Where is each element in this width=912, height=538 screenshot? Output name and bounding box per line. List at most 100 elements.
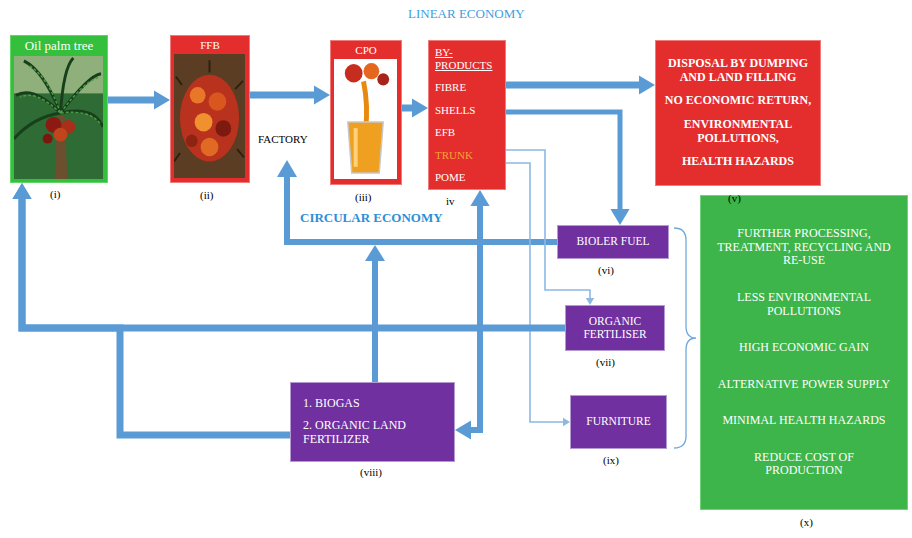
section-label: FACTORY — [258, 133, 308, 146]
arrow-head — [365, 245, 385, 261]
fruit — [345, 64, 363, 82]
arrow-head — [470, 190, 489, 206]
byproduct-box: BY- PRODUCTSFIBRESHELLSEFBTRUNKPOME — [428, 40, 506, 190]
photo-ground — [334, 59, 397, 179]
node-text: REDUCE COST OF PRODUCTION — [717, 451, 891, 479]
reuse-box: BIOLER FUEL — [557, 225, 669, 259]
node-text: NO ECONOMIC RETURN, — [662, 94, 814, 108]
callout-number: (viii) — [360, 466, 382, 479]
flow-arrow — [12, 183, 290, 435]
fruitlet — [209, 92, 227, 111]
fruitlet — [201, 138, 219, 157]
arrow-head — [455, 420, 471, 439]
flow-arrow — [455, 190, 490, 440]
arrow-head — [314, 85, 330, 104]
flow-line — [22, 196, 290, 435]
arrow-head — [12, 183, 31, 199]
flow-line — [506, 163, 564, 422]
arrow-head — [610, 209, 629, 225]
node-text: MINIMAL HEALTH HAZARDS — [717, 414, 891, 428]
biogas-line — [372, 258, 378, 382]
tree-box: Oil palm tree — [10, 35, 108, 183]
flow-line — [22, 196, 565, 328]
product-box: FFB — [170, 35, 250, 183]
fruitlet — [186, 135, 198, 147]
node-text: BIOLER FUEL — [562, 235, 664, 248]
flow-arrow — [402, 98, 428, 117]
node-text: DISPOSAL BY DUMPING AND LAND FILLING — [662, 57, 814, 85]
node-text: FFB — [174, 39, 246, 52]
fruitlet — [215, 120, 231, 137]
flow-arrow — [506, 112, 630, 225]
callout-number: (i) — [50, 188, 60, 201]
arrow-head — [586, 298, 594, 305]
product-box: CPO — [330, 40, 402, 185]
fruitlet — [190, 87, 206, 104]
node-text: FURTHER PROCESSING, TREATMENT, RECYCLING… — [717, 227, 891, 268]
node-text: EFB — [435, 126, 503, 139]
fruit-bunch — [54, 128, 68, 142]
reuse-box: 1. BIOGAS 2. ORGANIC LAND FERTILIZER — [290, 382, 455, 462]
glass-shine — [354, 128, 358, 167]
node-text: FURNITURE — [575, 415, 662, 428]
callout-number: (v) — [728, 192, 741, 205]
callout-number: iv — [446, 195, 455, 208]
node-text: CPO — [334, 44, 398, 57]
node-text: LESS ENVIRONMENTAL POLLUTIONS — [717, 291, 891, 319]
node-text: ALTERNATIVE POWER SUPPLY — [717, 378, 891, 392]
flow-line — [506, 82, 642, 89]
arrow-head — [277, 160, 297, 177]
callout-number: (ix) — [603, 454, 619, 467]
fruitlet — [195, 113, 213, 132]
callout-number: (ii) — [200, 189, 213, 202]
node-text: ORGANIC FERTILISER — [570, 315, 660, 341]
node-text: Oil palm tree — [14, 39, 104, 54]
reuse-box: FURNITURE — [570, 395, 667, 449]
fuel-to-factory-line — [287, 176, 557, 242]
node-text: TRUNK — [435, 149, 503, 162]
reuse-box: ORGANIC FERTILISER — [565, 305, 665, 351]
flow-line — [250, 92, 317, 99]
palm-oil-picture — [334, 59, 397, 179]
callout-number: (x) — [800, 516, 813, 529]
arrow-head — [639, 75, 655, 94]
arrow-head — [12, 183, 31, 199]
node-text: 2. ORGANIC LAND FERTILIZER — [303, 419, 446, 447]
flow-arrow — [108, 90, 170, 109]
callout-number: (vii) — [596, 356, 615, 369]
photo-ground — [14, 56, 103, 179]
node-text: SHELLS — [435, 104, 503, 117]
flow-line — [468, 203, 480, 430]
node-text: 1. BIOGAS — [303, 397, 446, 411]
flow-arrow — [506, 163, 570, 426]
fruit — [364, 63, 380, 79]
callout-number: (iii) — [355, 191, 372, 204]
diagram-title: LINEAR ECONOMY — [408, 7, 525, 22]
disposal-box: DISPOSAL BY DUMPING AND LAND FILLING NO E… — [655, 40, 821, 186]
palm-tree-picture — [14, 56, 103, 179]
node-text: FIBRE — [435, 81, 503, 94]
fruit-bunch-picture — [174, 54, 245, 178]
oil-glass — [348, 122, 383, 173]
palm-fronds — [14, 58, 103, 139]
arrow-head — [412, 98, 428, 117]
section-label: CIRCULAR ECONOMY — [300, 211, 443, 226]
node-text: ENVIRONMENTAL POLLUTIONS, — [662, 118, 814, 146]
node-text: POME — [435, 171, 503, 184]
bunch-body — [180, 75, 239, 162]
flow-line — [506, 112, 620, 212]
flow-arrow — [506, 75, 655, 94]
flow-arrow — [12, 183, 565, 328]
fruit — [377, 73, 389, 85]
flow-arrow — [250, 85, 330, 104]
flow-line — [108, 97, 157, 104]
arrow-head — [154, 90, 170, 109]
node-text: HEALTH HAZARDS — [662, 155, 814, 169]
fruit-bunch — [43, 134, 53, 144]
node-text: HIGH ECONOMIC GAIN — [717, 341, 891, 355]
bunch-spikes — [174, 60, 244, 161]
callout-number: (vi) — [598, 264, 614, 277]
arrow-head — [563, 418, 570, 426]
curly-brace — [674, 228, 696, 448]
